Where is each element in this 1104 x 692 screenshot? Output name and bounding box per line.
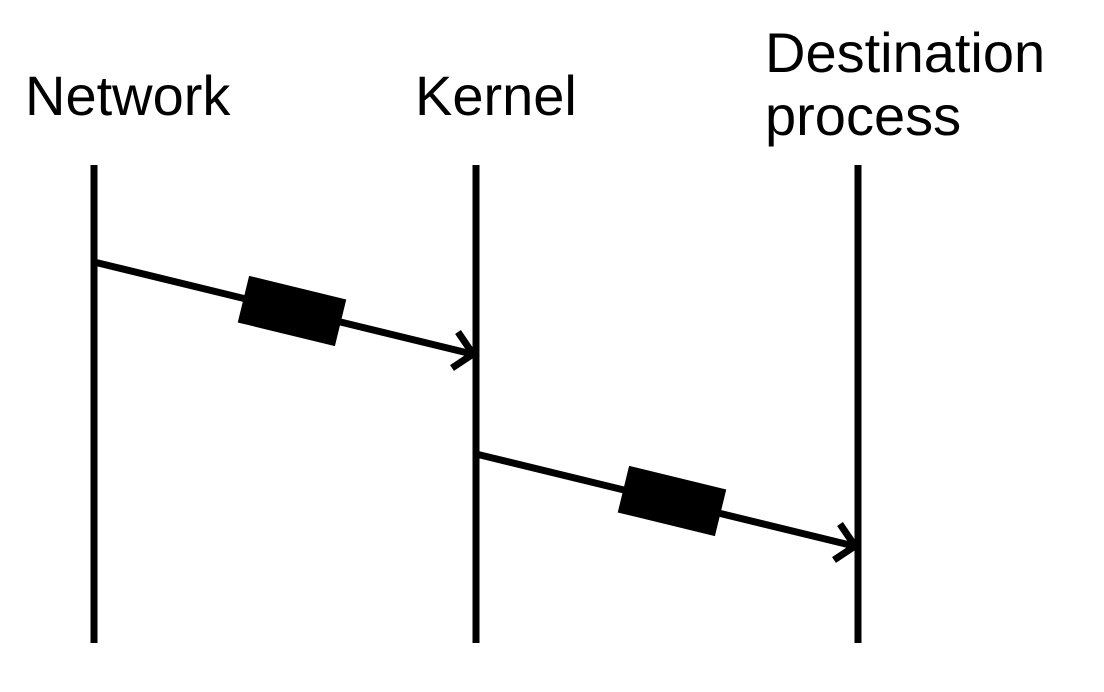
lane-label-destination-line2: process — [765, 84, 961, 147]
lane-label-destination-line1: Destination — [765, 21, 1045, 84]
lane-label-network: Network — [25, 64, 231, 127]
lane-label-kernel: Kernel — [415, 64, 577, 127]
message-packet — [237, 275, 347, 347]
message-arrow-kernel-to-destination — [475, 450, 860, 563]
message-arrow-network-to-kernel — [93, 258, 478, 371]
message-packet — [617, 465, 727, 537]
